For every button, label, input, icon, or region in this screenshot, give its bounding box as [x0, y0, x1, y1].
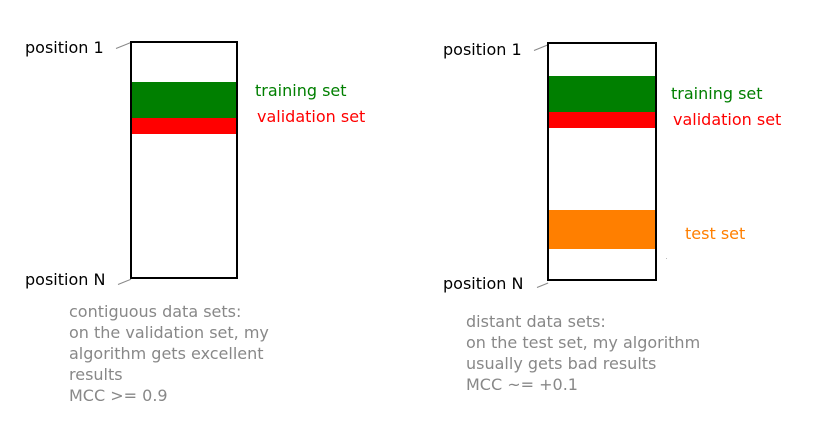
- right-validation-band: [549, 112, 655, 128]
- left-caption-line: results: [69, 365, 123, 384]
- left-caption-line: MCC >= 0.9: [69, 386, 168, 405]
- left-caption: contiguous data sets: on the validation …: [69, 301, 269, 406]
- left-sequence-box: [130, 41, 238, 279]
- right-position-start-label: position 1: [443, 40, 522, 59]
- right-caption-line: MCC ~= +0.1: [466, 375, 578, 394]
- left-validation-label: validation set: [257, 107, 366, 126]
- left-training-band: [132, 82, 236, 118]
- left-position-end-label: position N: [25, 270, 106, 289]
- right-position-end-tick: [536, 282, 549, 288]
- right-caption: distant data sets: on the test set, my a…: [466, 311, 700, 395]
- left-caption-line: contiguous data sets:: [69, 302, 242, 321]
- left-panel: position 1 training set validation set p…: [25, 38, 366, 406]
- left-training-label: training set: [255, 81, 347, 100]
- left-caption-line: on the validation set, my: [69, 323, 269, 342]
- left-position-end-tick: [117, 278, 132, 285]
- left-caption-line: algorithm gets excellent: [69, 344, 264, 363]
- right-panel: position 1 training set validation set t…: [410, 0, 819, 435]
- right-sequence-box: [547, 42, 657, 281]
- right-position-end-label: position N: [443, 274, 524, 293]
- right-caption-line: on the test set, my algorithm: [466, 333, 701, 352]
- right-test-band: [549, 210, 655, 249]
- right-validation-label: validation set: [673, 110, 782, 129]
- right-caption-line: usually gets bad results: [466, 354, 657, 373]
- right-caption-line: distant data sets:: [466, 312, 606, 331]
- right-training-band: [549, 76, 655, 112]
- right-stray-dot: [666, 258, 667, 259]
- right-training-label: training set: [671, 84, 763, 103]
- left-position-start-label: position 1: [25, 38, 104, 57]
- left-position-start-tick: [115, 42, 132, 49]
- left-validation-band: [132, 118, 236, 134]
- right-test-label: test set: [685, 224, 746, 243]
